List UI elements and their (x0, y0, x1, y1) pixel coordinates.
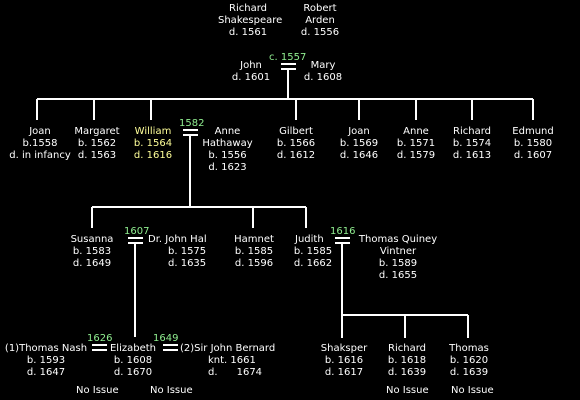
person-richard: Richard b. 1574 d. 1613 (452, 126, 492, 161)
person-joan-2: Joan b. 1569 d. 1646 (339, 126, 379, 161)
marriage-year-william-anne: 1582 (179, 118, 205, 129)
marriage-year-john-mary: c. 1557 (269, 52, 307, 63)
person-john-hall: Dr. John Hal b. 1575 d. 1635 (148, 234, 207, 269)
marriage-year-elizabeth-bernard: 1649 (153, 333, 179, 344)
person-judith: Judith b. 1585 d. 1662 (293, 234, 333, 269)
person-margaret: Margaret b. 1562 d. 1563 (74, 126, 120, 161)
no-issue-note: No Issue (150, 385, 193, 396)
person-hamnet: Hamnet b. 1585 d. 1596 (234, 234, 274, 269)
no-issue-note: No Issue (76, 385, 119, 396)
person-shaksper: Shaksper b. 1616 d. 1617 (320, 343, 368, 378)
person-richard-shakespeare: Richard Shakespeare d. 1561 (218, 3, 283, 38)
person-robert-arden: Robert Arden d. 1556 (300, 3, 340, 38)
person-susanna: Susanna b. 1583 d. 1649 (70, 234, 114, 269)
person-elizabeth: Elizabeth b. 1608 d. 1670 (109, 343, 156, 378)
no-issue-note: No Issue (451, 385, 494, 396)
person-thomas-quiney-jr: Thomas b. 1620 d. 1639 (449, 343, 489, 378)
person-richard-quiney: Richard b. 1618 d. 1639 (387, 343, 427, 378)
marriage-year-susanna-hall: 1607 (124, 226, 150, 237)
person-john: John d. 1601 (231, 60, 271, 83)
person-edmund: Edmund b. 1580 d. 1607 (512, 126, 554, 161)
person-gilbert: Gilbert b. 1566 d. 1612 (276, 126, 316, 161)
person-william: William b. 1564 d. 1616 (133, 126, 173, 161)
person-thomas-nash: (1)Thomas Nash b. 1593 d. 1647 (4, 343, 88, 378)
marriage-year-judith-quiney: 1616 (330, 226, 356, 237)
person-thomas-quiney: Thomas Quiney Vintner b. 1589 d. 1655 (358, 234, 438, 281)
no-issue-note: No Issue (386, 385, 429, 396)
person-john-bernard: (2)Sir John Bernard knt. 1661 d. 1674 (180, 343, 276, 378)
person-anne-hathaway: Anne Hathaway b. 1556 d. 1623 (202, 126, 253, 173)
marriage-year-nash-elizabeth: 1626 (87, 333, 113, 344)
person-mary: Mary d. 1608 (303, 60, 343, 83)
person-joan-1: Joan b.1558 d. in infancy (9, 126, 71, 161)
person-anne: Anne b. 1571 d. 1579 (396, 126, 436, 161)
